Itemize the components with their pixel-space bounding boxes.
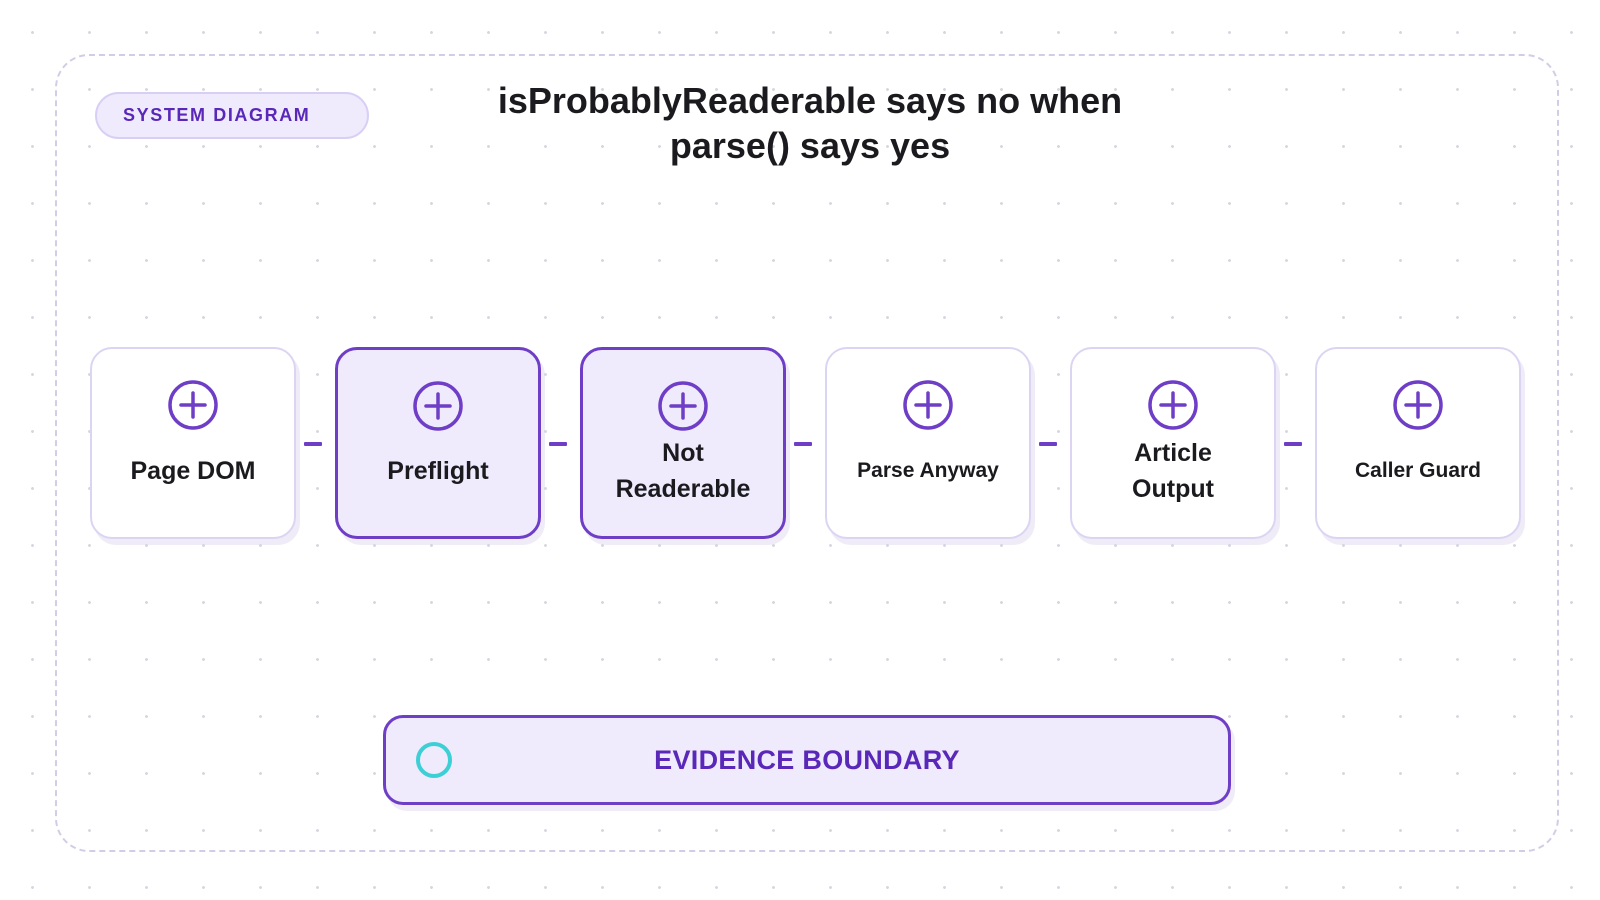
node-page-dom[interactable]: Page DOM: [90, 347, 296, 539]
node-label: Preflight: [387, 457, 489, 485]
node-preflight[interactable]: Preflight: [335, 347, 541, 539]
plus-circle-icon: [658, 381, 708, 431]
diagram-title: isProbablyReaderable says no when parse(…: [497, 80, 1123, 166]
diagram-frame: [55, 54, 1559, 852]
node-label: Caller Guard: [1354, 459, 1482, 482]
plus-circle-icon: [903, 380, 953, 430]
node-label: Page DOM: [130, 457, 256, 485]
evidence-boundary-label: EVIDENCE BOUNDARY: [654, 744, 960, 775]
plus-circle-icon: [168, 380, 218, 430]
plus-circle-icon: [413, 381, 463, 431]
node-parse-anyway[interactable]: Parse Anyway: [825, 347, 1031, 539]
connector-line: [549, 442, 567, 446]
ring-icon: [416, 742, 452, 778]
plus-circle-icon: [1148, 380, 1198, 430]
node-label: Article Output: [1132, 439, 1214, 503]
node-label: Not Readerable: [615, 439, 751, 503]
node-caller-guard[interactable]: Caller Guard: [1315, 347, 1521, 539]
node-label: Parse Anyway: [857, 459, 999, 482]
node-not-readerable[interactable]: Not Readerable: [580, 347, 786, 539]
badge-label: SYSTEM DIAGRAM: [123, 105, 311, 125]
connector-line: [304, 442, 322, 446]
evidence-boundary[interactable]: EVIDENCE BOUNDARY: [383, 715, 1231, 805]
connector-line: [794, 442, 812, 446]
connector-line: [1039, 442, 1057, 446]
node-article-output[interactable]: Article Output: [1070, 347, 1276, 539]
system-diagram-badge: SYSTEM DIAGRAM: [95, 92, 369, 139]
plus-circle-icon: [1393, 380, 1443, 430]
connector-line: [1284, 442, 1302, 446]
